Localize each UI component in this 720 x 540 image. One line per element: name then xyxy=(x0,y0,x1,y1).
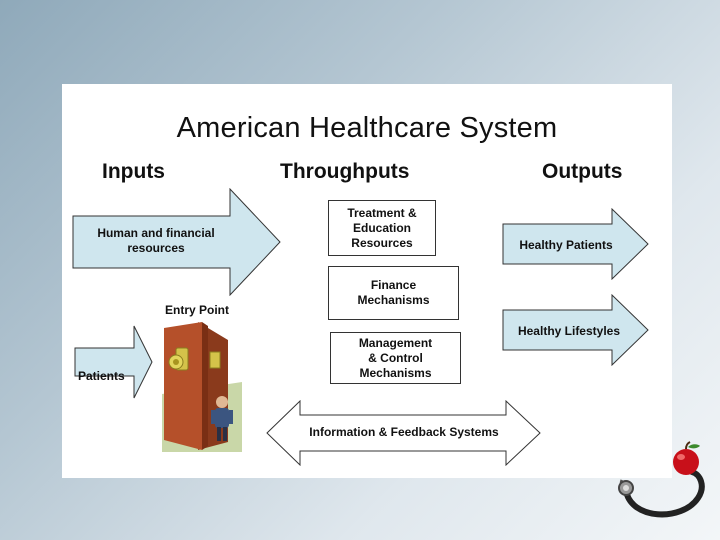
healthy-patients-arrow: Healthy Patients xyxy=(502,208,650,280)
stethoscope-apple-icon xyxy=(612,440,712,535)
patients-label: Patients xyxy=(78,369,138,384)
treatment-education-box: Treatment & Education Resources xyxy=(328,200,436,256)
outputs-heading: Outputs xyxy=(542,160,622,184)
management-control-box: Management & Control Mechanisms xyxy=(330,332,461,384)
healthy-lifestyles-arrow: Healthy Lifestyles xyxy=(502,294,650,366)
feedback-label: Information & Feedback Systems xyxy=(286,425,522,440)
feedback-double-arrow: Information & Feedback Systems xyxy=(266,400,542,466)
finance-mechanisms-box: Finance Mechanisms xyxy=(328,266,459,320)
healthy-patients-label: Healthy Patients xyxy=(506,238,626,253)
entry-point-label: Entry Point xyxy=(165,303,229,317)
resources-arrow: Human and financial resources xyxy=(72,188,282,296)
throughputs-heading: Throughputs xyxy=(280,160,409,184)
slide-title: American Healthcare System xyxy=(62,112,672,145)
healthy-lifestyles-label: Healthy Lifestyles xyxy=(504,324,634,339)
patients-arrow: Patients xyxy=(74,322,154,402)
resources-label: Human and financial resources xyxy=(76,226,236,256)
slide-panel: American Healthcare System Inputs Throug… xyxy=(62,84,672,478)
inputs-heading: Inputs xyxy=(102,160,165,184)
door-with-person-illustration xyxy=(162,322,244,457)
